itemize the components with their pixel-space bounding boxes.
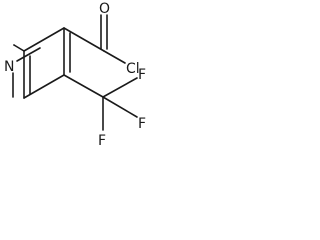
bond-n1-c6 (16, 47, 41, 62)
bond-cf3-f-lower (102, 96, 138, 118)
molecule-structure-diagram: N O Cl F F F (4, 1, 146, 149)
atom-label-fluorine-right: F (138, 67, 146, 83)
atom-label-nitrogen: N (4, 59, 14, 75)
bond-c6-n (13, 44, 25, 52)
bond-c2-c3 (23, 27, 65, 52)
atom-label-fluorine-bottom: F (98, 133, 106, 149)
bond-cf3-f-right (102, 77, 138, 98)
bond-carbonyl-cl (103, 50, 126, 64)
atom-label-fluorine-lower: F (138, 116, 146, 132)
bond-c4-cf3 (63, 74, 104, 98)
atom-label-oxygen: O (99, 1, 110, 17)
atom-label-chlorine: Cl (126, 61, 140, 77)
bond-c3-carbonyl (63, 27, 105, 52)
